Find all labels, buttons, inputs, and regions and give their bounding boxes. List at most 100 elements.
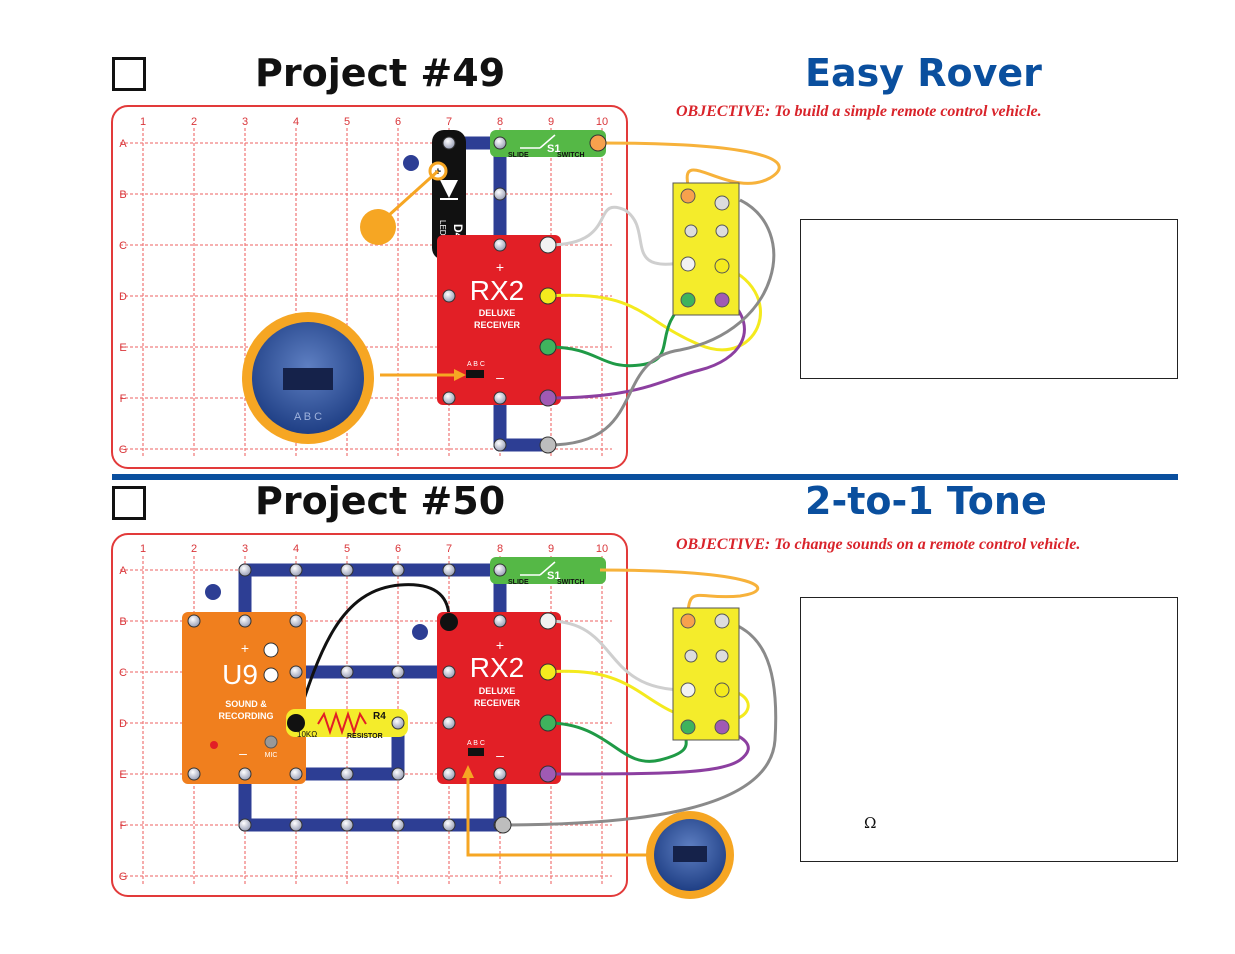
- s1-slide-switch: S1 SLIDE SWITCH: [490, 557, 606, 586]
- project-49-checkbox[interactable]: [112, 57, 146, 91]
- s1-name: S1: [547, 570, 560, 582]
- row-label: A: [119, 565, 127, 577]
- u9-sound-recording: + U9 SOUND & RECORDING MIC –: [182, 612, 306, 784]
- d4-desc: LED: [438, 220, 447, 236]
- row-label: G: [119, 871, 128, 883]
- project-49-name: Easy Rover: [805, 51, 1042, 95]
- project-49-objective: OBJECTIVE: To build a simple remote cont…: [676, 103, 1042, 120]
- s1-desc-2: SWITCH: [557, 579, 585, 586]
- project-49-diagram: 1 2 3 4 5 6 7 8 9 10 A B C D E F G: [111, 105, 781, 469]
- project-49-text-box: [800, 219, 1178, 379]
- column-label: 3: [242, 543, 248, 555]
- row-label: C: [119, 240, 127, 252]
- row-label: A: [119, 138, 127, 150]
- row-label: F: [120, 393, 127, 405]
- s1-desc-1: SLIDE: [508, 152, 529, 159]
- orange-jumper-wire: [599, 141, 781, 186]
- rx2-desc-2: RECEIVER: [474, 698, 521, 708]
- d4-led: D4 LED +: [428, 130, 466, 260]
- row-label: E: [119, 342, 126, 354]
- snap-terminals: [442, 136, 507, 452]
- rx2-switch-label: A B C: [467, 740, 485, 747]
- u9-minus: –: [239, 745, 247, 761]
- motor-connector: [672, 182, 740, 316]
- rx2-plus: +: [496, 259, 504, 275]
- column-label: 1: [140, 543, 146, 555]
- r4-name: R4: [373, 711, 386, 722]
- u9-mic: MIC: [265, 752, 278, 759]
- rx2-minus: –: [496, 747, 504, 763]
- r4-resistor: R4 10KΩ RESISTOR: [286, 709, 408, 740]
- row-label: G: [119, 444, 128, 456]
- led-callout-dot: [360, 209, 396, 245]
- column-label: 4: [293, 543, 299, 555]
- black-jumper-wire: [294, 583, 451, 724]
- rx2-plus: +: [496, 637, 504, 653]
- row-label: B: [119, 616, 126, 628]
- zoom-label: A B C: [294, 411, 322, 423]
- row-label: C: [119, 667, 127, 679]
- project-50-diagram: 1 2 3 4 5 6 7 8 9 10 A B C D E F G: [111, 533, 778, 899]
- purple-jumper-wire: [547, 298, 746, 400]
- abc-switch-zoom: A B C: [242, 312, 374, 444]
- column-label: 5: [344, 116, 350, 128]
- gray-jumper-wire: [547, 198, 776, 447]
- column-label: 2: [191, 116, 197, 128]
- rx2-name: RX2: [470, 652, 524, 683]
- r4-desc: RESISTOR: [347, 733, 383, 740]
- column-label: 7: [446, 543, 452, 555]
- column-label: 9: [548, 116, 554, 128]
- project-50-objective: OBJECTIVE: To change sounds on a remote …: [676, 536, 1081, 553]
- u9-plus: +: [241, 640, 249, 656]
- rx2-desc-2: RECEIVER: [474, 320, 521, 330]
- column-label: 4: [293, 116, 299, 128]
- u9-desc-1: SOUND &: [225, 699, 267, 709]
- s1-desc-1: SLIDE: [508, 579, 529, 586]
- s1-name: S1: [547, 143, 560, 155]
- rx2-switch-label: A B C: [467, 361, 485, 368]
- project-50-name: 2-to-1 Tone: [805, 479, 1047, 523]
- column-label: 8: [497, 116, 503, 128]
- column-label: 10: [596, 543, 608, 555]
- gray-jumper-wire: [499, 618, 778, 827]
- row-label: D: [119, 718, 127, 730]
- project-50-text-box: [800, 597, 1178, 862]
- rx2-receiver: + RX2 DELUXE RECEIVER A B C –: [437, 235, 561, 405]
- column-label: 3: [242, 116, 248, 128]
- column-label: 8: [497, 543, 503, 555]
- green-jumper-wire: [547, 721, 690, 763]
- column-label: 9: [548, 543, 554, 555]
- project-49-number: Project #49: [255, 51, 506, 95]
- column-label: 10: [596, 116, 608, 128]
- abc-switch-zoom: [646, 811, 734, 899]
- rx2-receiver: + RX2 DELUXE RECEIVER A B C –: [437, 612, 561, 784]
- s1-desc-2: SWITCH: [557, 152, 585, 159]
- column-label: 1: [140, 116, 146, 128]
- column-label: 6: [395, 543, 401, 555]
- column-label: 2: [191, 543, 197, 555]
- row-label: F: [120, 820, 127, 832]
- column-label: 7: [446, 116, 452, 128]
- rx2-minus: –: [496, 369, 504, 385]
- r4-value: 10KΩ: [297, 730, 317, 739]
- s1-slide-switch: S1 SLIDE SWITCH: [490, 130, 606, 159]
- section-divider: [112, 474, 1178, 480]
- ohm-symbol: Ω: [864, 814, 877, 832]
- project-50-checkbox[interactable]: [112, 486, 146, 520]
- abc-switch: [466, 370, 484, 378]
- white-jumper-wire: [547, 619, 686, 692]
- row-label: B: [119, 189, 126, 201]
- column-label: 5: [344, 543, 350, 555]
- row-label: D: [119, 291, 127, 303]
- row-label: E: [119, 769, 126, 781]
- white-jumper-wire: [547, 205, 686, 266]
- motor-connector: [672, 607, 740, 741]
- u9-desc-2: RECORDING: [218, 711, 273, 721]
- rx2-name: RX2: [470, 275, 524, 306]
- u9-name: U9: [222, 659, 258, 690]
- rx2-desc-1: DELUXE: [479, 686, 516, 696]
- rx2-desc-1: DELUXE: [479, 308, 516, 318]
- abc-switch: [468, 748, 484, 756]
- orange-jumper-wire: [599, 568, 759, 613]
